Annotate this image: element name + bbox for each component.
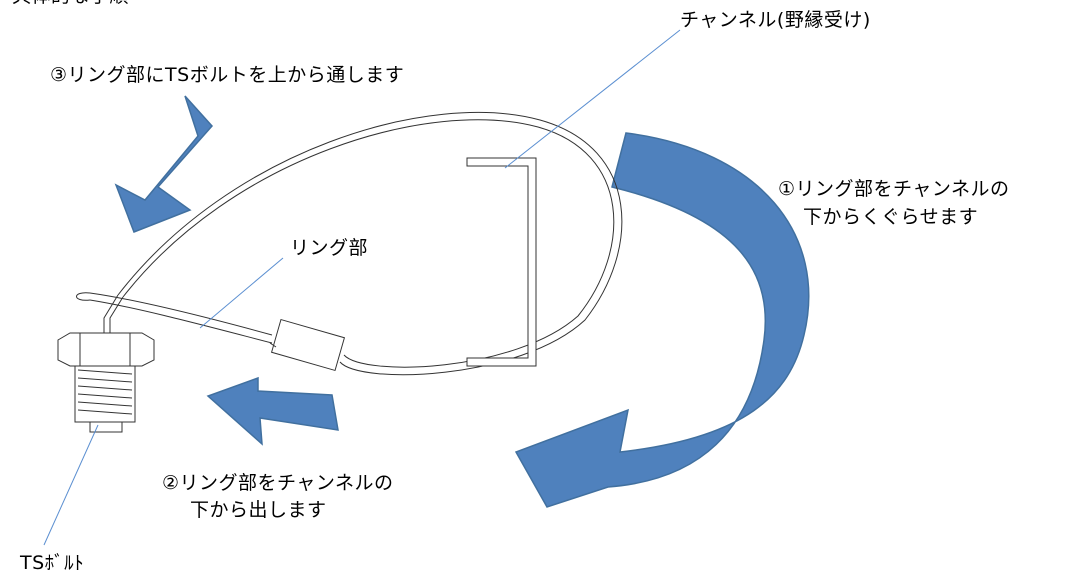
step2-label-line1: ②リング部をチャンネルの (162, 472, 394, 494)
bolt-leader-line (43, 424, 99, 546)
ring-wire (76, 111, 623, 376)
step1-label-line2: 下からくぐらせます (803, 206, 979, 228)
ring-label: リング部 (290, 237, 369, 259)
step2-arrow-icon (206, 376, 339, 446)
step1-label-line1: ①リング部をチャンネルの (778, 178, 1010, 200)
ring-leader-line (199, 257, 284, 329)
ts-bolt (57, 332, 155, 433)
step2-label-line2: 下から出します (190, 499, 327, 521)
bolt-label: TSﾎﾞﾙﾄ (20, 552, 85, 574)
clipped-heading-label: 具体的な手順 (12, 0, 129, 9)
step3-label: ③リング部にTSボルトを上から通します (50, 64, 405, 86)
step1-curved-arrow-icon (514, 132, 810, 508)
channel-label: チャンネル(野縁受け) (680, 9, 871, 31)
step3-arrow-icon (114, 95, 214, 233)
channel (466, 157, 537, 367)
channel-leader-line (504, 29, 681, 169)
crimp-sleeve (269, 318, 346, 372)
